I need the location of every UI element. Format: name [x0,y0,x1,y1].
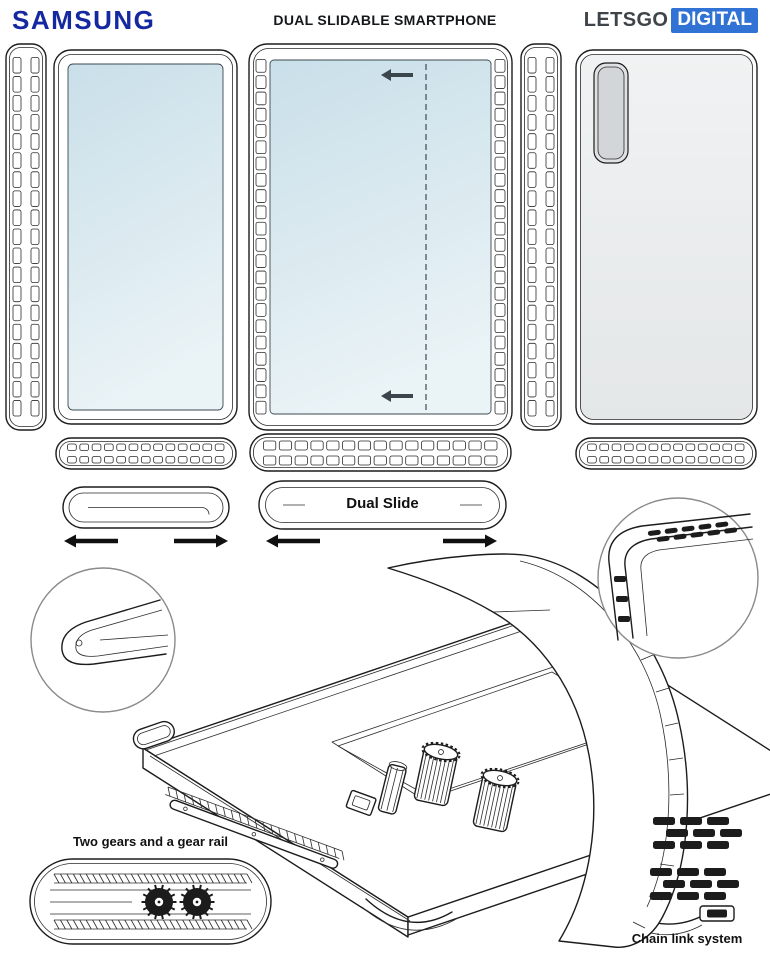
letsgo-logo-text: LETSGO [583,9,669,31]
guide-roller [377,761,408,815]
expanded-phone-front-figure [248,43,513,431]
phone-screen [67,63,224,411]
top-view-rail-right [575,437,757,470]
cross-section-closed-figure [62,486,230,529]
gear-left [141,884,177,920]
page-title: DUAL SLIDABLE SMARTPHONE [273,12,497,28]
expanded-screen [269,59,492,415]
cross-section-dual-slide-figure [258,480,507,530]
dual-slide-left-arrow-icon [266,534,320,548]
corner-detail-inset [30,567,176,713]
gear-right [179,884,215,920]
chain-figure-caption: Chain link system [631,931,743,946]
closed-phone-front-figure [53,49,238,425]
slide-mechanism-3d-figure [132,553,770,948]
two-gears-figure [29,858,272,945]
side-rail-figure-right [520,43,562,431]
gear-rail-hatched [165,786,345,861]
camera-module [593,62,629,164]
side-rail-figure-left [5,43,47,431]
phone-back-figure [575,49,758,425]
chain-diagram-bottom [650,868,739,922]
left-end-cap [132,720,175,750]
flexible-display-sheet [387,553,689,948]
screen-slide-arrow-top-icon [381,69,413,81]
dual-slide-right-arrow-icon [443,534,497,548]
letsgodigital-logo: LETSGO DIGITAL [584,8,758,33]
top-view-rail-left [55,437,237,470]
slide-rail-bar [169,799,339,869]
slide-out-right-arrow-icon [174,534,228,548]
slide-out-left-arrow-icon [64,534,118,548]
gear-roller-right [472,767,520,833]
samsung-logo: SAMSUNG [12,5,156,35]
screen-slide-arrow-bottom-icon [381,390,413,402]
gears-figure-caption: Two gears and a gear rail [72,834,229,849]
dual-slide-label: Dual Slide [346,495,419,512]
top-view-rail-center [249,433,512,472]
chain-diagram-top [653,817,742,849]
digital-logo-badge: DIGITAL [671,8,758,33]
gear-roller-left [413,741,461,807]
motor-bracket [345,789,377,816]
chain-corner-inset [597,497,759,659]
